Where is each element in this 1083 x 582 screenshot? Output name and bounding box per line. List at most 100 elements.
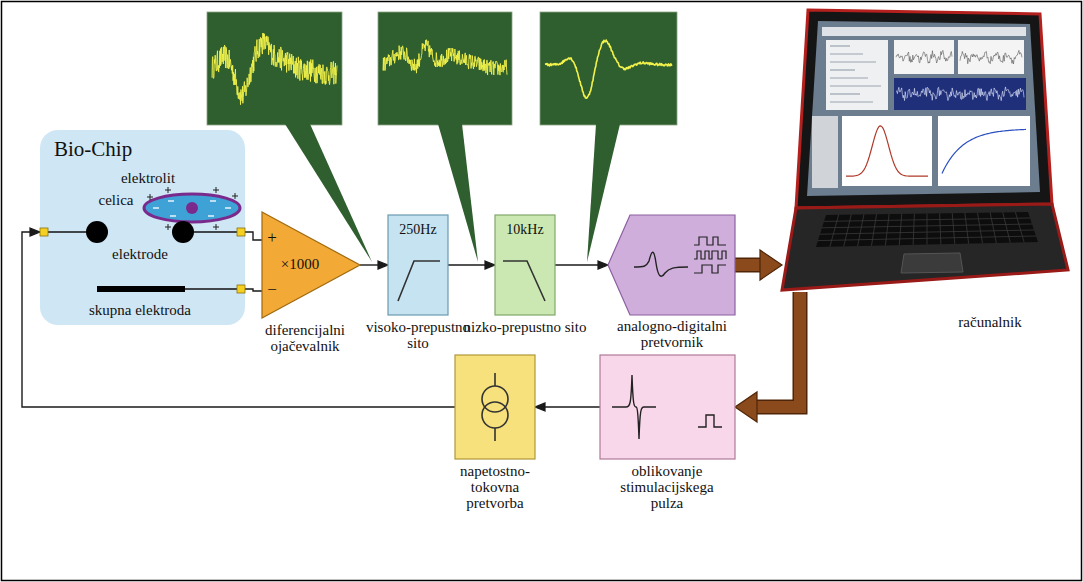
connector-group [757,292,800,407]
key-column [913,214,914,245]
window-line [830,77,868,78]
charge-plus [147,194,153,200]
part-label: celica [99,192,134,208]
terminal-pad [40,228,48,236]
part-label: elektrode [112,246,168,262]
signal-wire [448,264,485,265]
amplifier-triangle: +−×1000diferencijalni ojačevalnik [262,212,360,318]
screen-curve [846,126,928,176]
signal-wire [555,264,598,265]
window-line [830,61,876,62]
block-caption: analogno-digitalni pretvornik [602,318,742,350]
part-label: elektrolit [121,170,175,186]
digital-wave-symbol [694,265,726,273]
key-column [952,213,955,244]
window-line [830,53,863,54]
connector-group [448,265,485,266]
clean-signal-trace [545,40,672,98]
common-electrode-bar [97,286,185,292]
connector-group [245,289,262,291]
data-arrow [757,292,800,407]
cutoff-label: 10kHz [506,223,543,238]
key-column [990,213,996,243]
pin-label: + [267,229,277,247]
window-line [830,45,850,46]
screen-trace [896,50,952,63]
shape-outline [600,355,735,459]
window-line [830,69,855,70]
key-column [1015,212,1024,242]
app-window [894,78,1026,110]
digital-wave-symbol [694,237,726,245]
scope-panel [540,12,677,125]
block-caption: oblikovanje stimulacijskega pulza [607,463,727,511]
filter-box [495,215,555,315]
window-line [830,101,873,102]
electrode-dot [172,221,194,243]
process-box [455,355,535,459]
filter-box [388,215,448,315]
digital-wave-symbol [694,251,726,259]
arrow-outline [757,292,800,407]
lowpass-symbol [503,261,545,301]
laptop-keyboard [816,212,1038,247]
cutoff-label: 250Hz [399,223,436,238]
converter-box: napetostno- tokovna pretvorba [455,355,535,459]
cell-body [144,194,240,222]
callout-pointer [587,124,620,262]
stimulus-spike-symbol [612,375,656,439]
app-window [842,116,932,186]
block-caption: diferencijalni ojačevalnik [243,322,367,354]
scope-panel [207,12,342,125]
electrode-wire [194,231,237,232]
panel-title: Bio-Chip [54,138,132,160]
app-window [938,116,1030,186]
key-column [830,215,839,247]
current-source-lead [494,373,496,441]
electrode-wire [48,231,86,232]
key-column [927,214,928,245]
key-column [844,215,852,247]
analog-pulse-symbol [634,252,688,276]
charge-plus [232,193,238,199]
laptop-picture: računalnik [782,8,1068,292]
connector-group [545,407,600,408]
connector-group [555,265,598,266]
data-arrow [735,259,760,271]
pulse-symbol [698,415,722,427]
converter-shape [608,215,735,315]
current-source-symbol [482,386,508,412]
block-caption: visoko-prepustno sito [356,319,480,351]
arrow-outline [735,258,760,273]
terminal-pad [237,285,245,293]
part-label: skupna elektroda [89,302,191,318]
block-caption: nizko-prepustno sito [463,319,587,335]
signal-wire [360,264,378,265]
laptop-screen [807,21,1040,196]
app-window [958,40,1024,74]
screen-trace [960,50,1022,64]
charge-plus [213,187,219,193]
laptop-base [782,204,1068,290]
gain-label: ×1000 [281,256,319,272]
noisy-signal-trace [212,33,337,105]
block-caption: računalnik [958,314,1021,330]
bio-chip-panel: Bio-Chip elektrolit celica elektrode skupna … [40,130,245,325]
signal-wire [245,289,262,291]
screen-trace [896,87,1024,101]
shape-outline [782,8,1068,292]
shape-outline [455,355,535,459]
app-window [826,40,888,110]
pin-label: − [267,281,277,299]
lowpass-filter-box: 10kHznizko-prepustno sito [495,215,555,315]
charge-minus [170,215,176,216]
key-column [885,214,889,245]
key-column [978,213,983,244]
cell-nucleus [186,202,198,214]
chip-ground [40,130,245,325]
key-column [872,214,877,246]
charge-minus [153,207,159,208]
highpass-symbol [398,261,440,301]
